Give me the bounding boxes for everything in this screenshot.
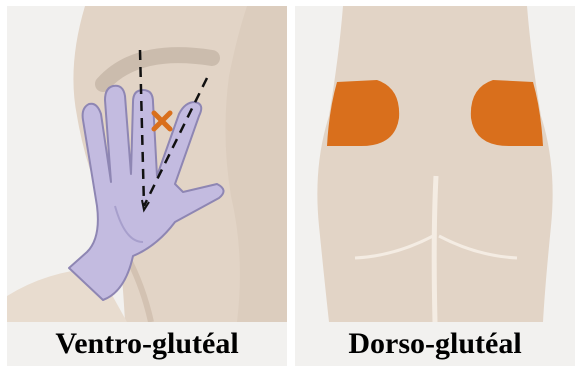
dorsogluteal-caption: Dorso-glutéal [295, 322, 575, 366]
injection-zone-icon-right [471, 80, 543, 146]
dorsogluteal-panel: Dorso-glutéal [295, 6, 575, 366]
ventrogluteal-illustration [7, 6, 287, 322]
gluteal-cleft [434, 176, 436, 322]
dorsogluteal-illustration [295, 6, 575, 322]
ventrogluteal-caption: Ventro-glutéal [7, 322, 287, 366]
injection-zone-icon-left [327, 80, 399, 146]
ventrogluteal-panel: Ventro-glutéal [7, 6, 287, 366]
